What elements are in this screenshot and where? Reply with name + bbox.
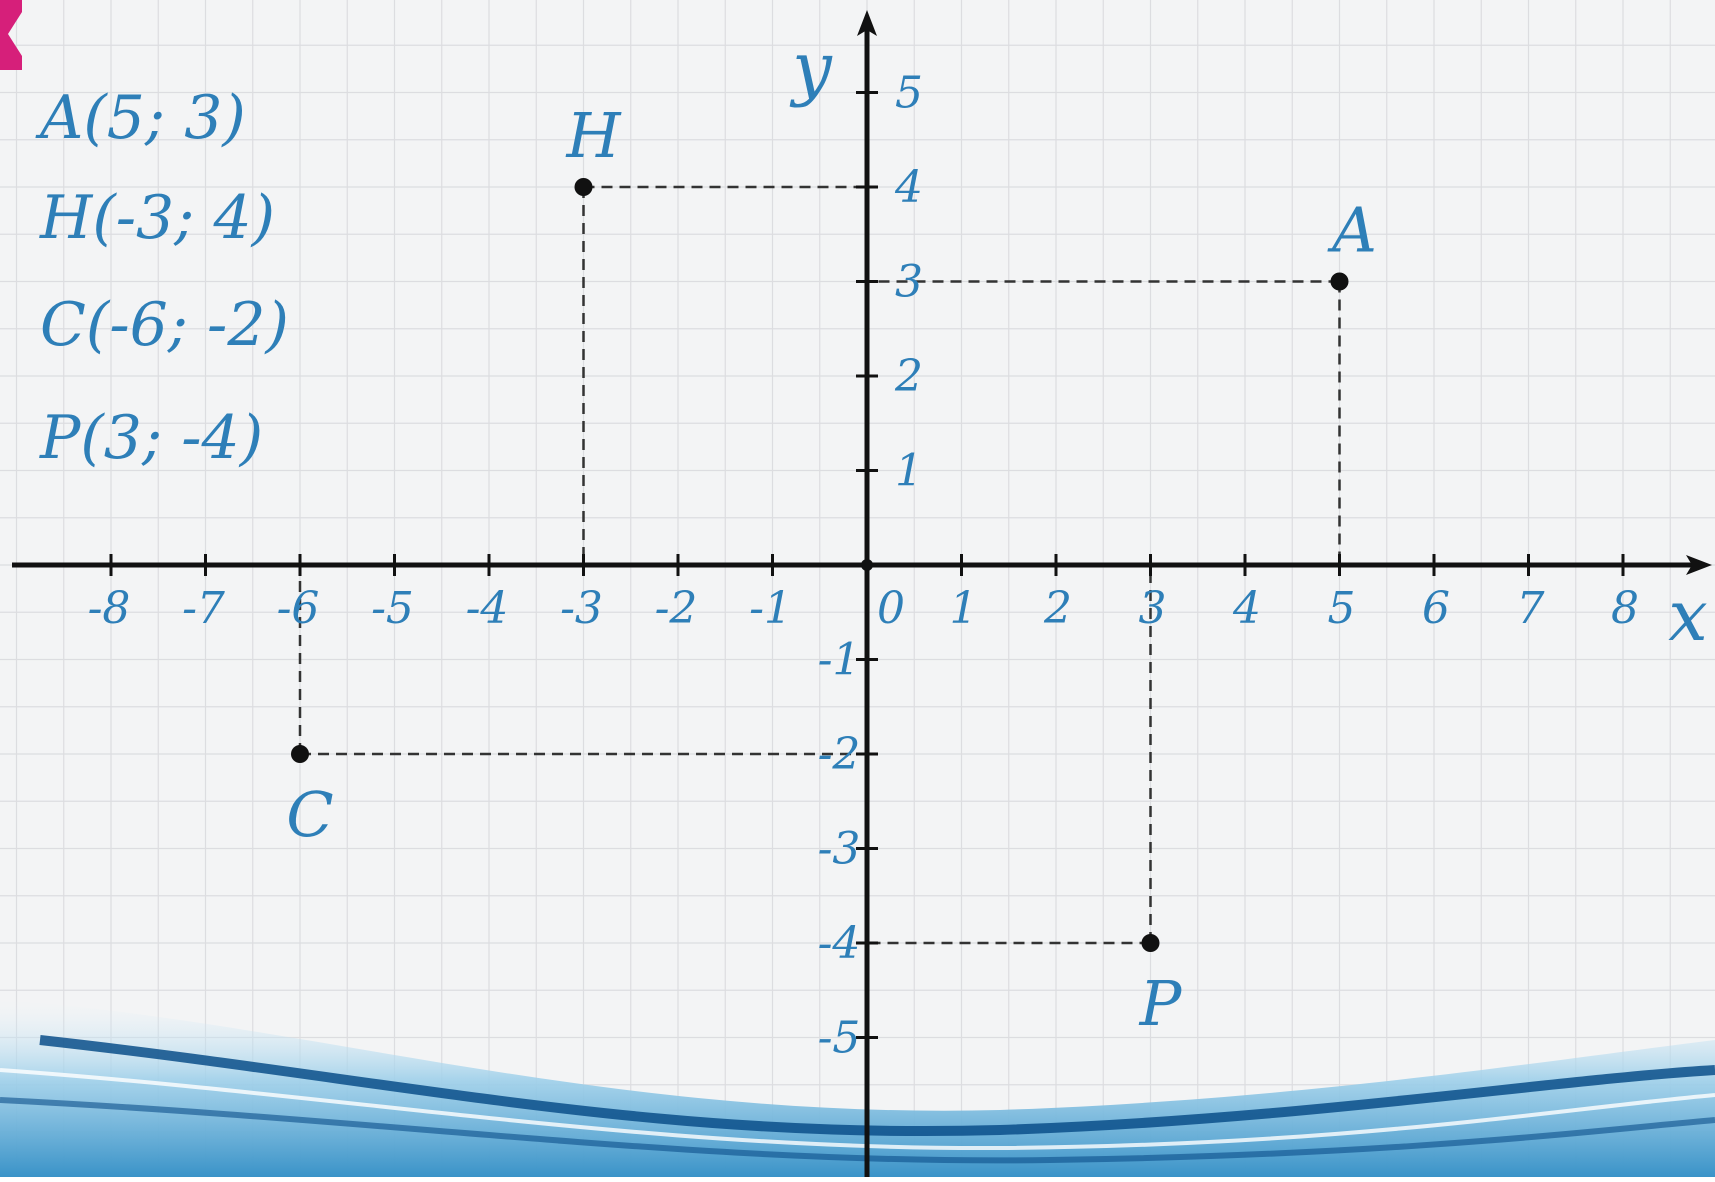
coordinate-entry: A(5; 3)	[35, 83, 246, 153]
x-axis-label: x	[1668, 575, 1707, 657]
coordinate-entry: C(-6; -2)	[40, 290, 289, 360]
y-tick-label: -1	[818, 635, 861, 686]
y-tick-label: -5	[818, 1013, 861, 1064]
x-axis-arrow	[1686, 555, 1712, 575]
x-tick-label: 7	[1517, 583, 1545, 634]
x-tick-label: -3	[560, 583, 603, 634]
axes: xy	[12, 10, 1712, 1177]
point-p	[1141, 934, 1160, 952]
x-tick-label: 2	[1043, 583, 1072, 634]
point-c	[291, 745, 309, 763]
corner-accent	[0, 0, 22, 70]
y-tick-labels: 5 4 3 2 1 -1 -2 -3 -4 -5	[818, 68, 923, 1064]
x-tick-label: 5	[1328, 583, 1356, 634]
y-axis-arrow	[857, 10, 877, 36]
coordinate-entry: H(-3; 4)	[39, 183, 275, 253]
y-tick-label: -2	[818, 729, 861, 780]
x-tick-label: 1	[950, 583, 978, 634]
coordinate-entry: P(3; -4)	[39, 403, 263, 473]
x-tick-label: -2	[655, 583, 698, 634]
y-tick-label: 3	[895, 257, 923, 308]
origin-dot	[861, 559, 873, 571]
y-tick-label: -3	[818, 824, 861, 875]
y-tick-label: 2	[894, 351, 923, 402]
decorative-wave	[0, 1000, 1715, 1177]
wave-stripe-dark	[39, 1035, 1715, 1137]
x-tick-label: 0	[877, 583, 905, 634]
y-tick-label: 5	[895, 68, 923, 119]
tick-marks	[109, 91, 1625, 1039]
point-label-c: C	[286, 778, 333, 851]
wave-stripe-dark	[0, 1097, 1715, 1164]
corner-accent-shape	[0, 0, 22, 70]
x-tick-label: -7	[182, 583, 225, 634]
coordinate-list: A(5; 3) H(-3; 4) C(-6; -2) P(3; -4)	[35, 83, 289, 473]
x-tick-label: 3	[1139, 583, 1167, 634]
y-tick-label: 4	[894, 162, 923, 213]
point-a	[1330, 272, 1349, 291]
x-tick-label: -1	[749, 583, 792, 634]
x-tick-label: 6	[1422, 583, 1450, 634]
point-h	[574, 178, 593, 196]
x-tick-label: 8	[1611, 583, 1639, 634]
point-label-a: A	[1327, 194, 1377, 267]
x-tick-label: 4	[1232, 583, 1261, 634]
points: A H C P	[286, 99, 1377, 1040]
x-tick-label: -6	[277, 583, 320, 634]
wave-stripe-light	[0, 1068, 1715, 1151]
x-tick-label: -8	[88, 583, 131, 634]
x-tick-label: -5	[371, 583, 414, 634]
point-label-h: H	[565, 99, 622, 172]
y-tick-label: 1	[895, 446, 923, 497]
point-label-p: P	[1139, 967, 1183, 1040]
x-tick-label: -4	[466, 583, 509, 634]
y-axis-label: y	[789, 27, 833, 109]
y-tick-label: -4	[818, 918, 861, 969]
projection-lines	[298, 185, 1341, 945]
